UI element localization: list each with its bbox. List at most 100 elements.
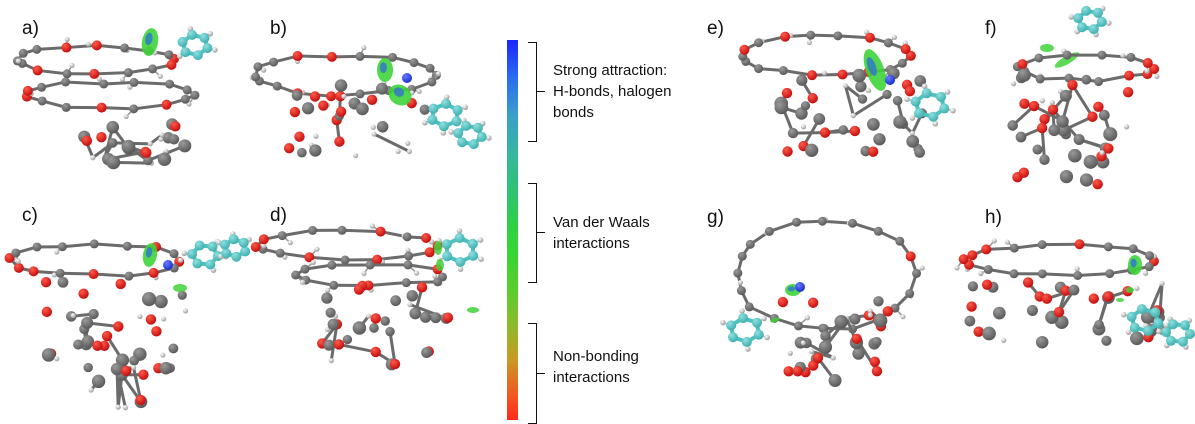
aryl-atom bbox=[220, 240, 230, 250]
carbon-atom bbox=[893, 96, 903, 106]
carbon-atom bbox=[338, 226, 347, 235]
bond bbox=[1078, 274, 1110, 276]
hydrogen-atom bbox=[288, 240, 293, 245]
oxygen-atom bbox=[901, 44, 911, 54]
carbon-atom bbox=[1060, 90, 1072, 102]
interaction-colorbar bbox=[507, 40, 518, 420]
vdw-isosurface bbox=[434, 241, 442, 255]
hydrogen-atom bbox=[478, 237, 484, 243]
carbon-atom bbox=[142, 292, 156, 306]
carbon-atom bbox=[63, 69, 72, 78]
bond bbox=[282, 230, 312, 235]
legend-line: interactions bbox=[553, 367, 639, 388]
hydrogen-atom bbox=[417, 89, 422, 94]
carbon-atom bbox=[1097, 51, 1106, 60]
aryl-atom bbox=[187, 249, 197, 259]
hydrogen-atom bbox=[801, 124, 806, 129]
oxygen-atom bbox=[89, 269, 99, 279]
vdw-isosurface bbox=[1126, 287, 1134, 293]
carbon-atom bbox=[1104, 242, 1113, 251]
aryl-atom bbox=[939, 104, 949, 114]
hydrogen-atom bbox=[1106, 20, 1112, 26]
carbon-atom bbox=[297, 148, 307, 158]
carbon-atom bbox=[321, 292, 332, 303]
carbon-atom bbox=[993, 307, 1006, 320]
aryl-atom bbox=[240, 246, 250, 256]
aryl-atom bbox=[477, 132, 487, 142]
oxygen-atom bbox=[259, 234, 269, 244]
hydrogen-atom bbox=[920, 265, 925, 270]
aryl-atom bbox=[752, 318, 762, 328]
oxygen-atom bbox=[1089, 293, 1099, 303]
oxygen-atom bbox=[1029, 101, 1039, 111]
carbon-atom bbox=[914, 147, 925, 158]
aryl-atom bbox=[231, 252, 241, 262]
aryl-atom bbox=[221, 248, 231, 258]
carbon-atom bbox=[912, 269, 921, 278]
oxygen-atom bbox=[982, 279, 992, 289]
oxygen-atom bbox=[1092, 179, 1102, 189]
carbon-atom bbox=[158, 153, 171, 166]
carbon-atom bbox=[754, 38, 763, 47]
aryl-atom bbox=[1097, 17, 1107, 27]
carbon-atom bbox=[160, 362, 173, 375]
hydrogen-atom bbox=[945, 89, 951, 95]
legend-line: Strong attraction: bbox=[553, 60, 671, 81]
aryl-atom bbox=[1130, 323, 1140, 333]
carbon-atom bbox=[421, 347, 432, 358]
oxygen-atom bbox=[850, 126, 860, 136]
oxygen-atom bbox=[1074, 239, 1084, 249]
oxygen-atom bbox=[425, 247, 435, 257]
oxygen-atom bbox=[808, 298, 818, 308]
carbon-atom bbox=[251, 72, 260, 81]
oxygen-atom bbox=[162, 100, 172, 110]
legend-line: bonds bbox=[553, 102, 671, 123]
carbon-atom bbox=[874, 227, 883, 236]
carbon-atom bbox=[849, 313, 860, 324]
oxygen-atom bbox=[807, 70, 817, 80]
bond bbox=[66, 82, 104, 84]
nitrogen-atom bbox=[402, 73, 412, 83]
oxygen-atom bbox=[294, 132, 304, 142]
hydrogen-atom bbox=[182, 251, 188, 257]
hydrogen-atom bbox=[954, 265, 959, 270]
carbon-atom bbox=[328, 319, 339, 330]
carbon-atom bbox=[366, 260, 375, 269]
oxygen-atom bbox=[421, 233, 431, 243]
oxygen-atom bbox=[883, 306, 893, 316]
vdw-isosurface bbox=[1116, 298, 1124, 302]
carbon-atom bbox=[794, 321, 803, 330]
carbon-atom bbox=[1048, 124, 1060, 136]
carbon-atom bbox=[834, 315, 848, 329]
nitrogen-atom bbox=[795, 282, 805, 292]
oxygen-atom bbox=[82, 136, 92, 146]
aryl-atom bbox=[428, 104, 438, 114]
aryl-atom bbox=[195, 241, 205, 251]
carbon-atom bbox=[302, 102, 314, 114]
carbon-atom bbox=[427, 77, 436, 86]
carbon-atom bbox=[403, 232, 412, 241]
carbon-atom bbox=[1017, 68, 1030, 81]
carbon-atom bbox=[1068, 149, 1082, 163]
aryl-atom bbox=[455, 233, 465, 243]
aryl-atom bbox=[1093, 8, 1103, 18]
carbon-atom bbox=[301, 265, 310, 274]
carbon-atom bbox=[430, 312, 441, 323]
hydrogen-atom bbox=[1121, 312, 1127, 318]
aryl-atom bbox=[742, 337, 752, 347]
hydrogen-atom bbox=[764, 335, 770, 341]
vdw-isosurface bbox=[173, 284, 187, 292]
legend-line: Non-bonding bbox=[553, 346, 639, 367]
hydrogen-atom bbox=[366, 313, 371, 318]
carbon-atom bbox=[1036, 336, 1049, 349]
hydrogen-atom bbox=[822, 71, 827, 76]
hydrogen-atom bbox=[405, 141, 410, 146]
oxygen-atom bbox=[149, 268, 159, 278]
aryl-atom bbox=[1137, 304, 1147, 314]
oxygen-atom bbox=[1023, 277, 1033, 287]
carbon-atom bbox=[90, 239, 99, 248]
aryl-atom bbox=[193, 50, 203, 60]
carbon-atom bbox=[746, 240, 755, 249]
oxygen-atom bbox=[1048, 104, 1058, 114]
carbon-atom bbox=[32, 45, 41, 54]
